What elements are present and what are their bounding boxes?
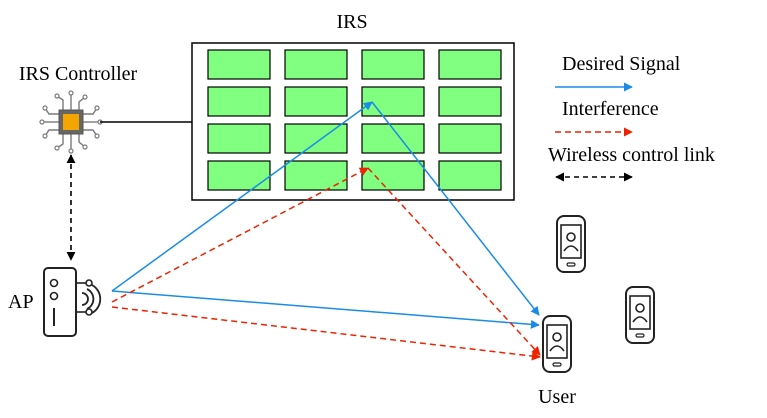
other-user-phone-icon: [556, 215, 586, 273]
legend-interference-label: Interference: [562, 98, 659, 120]
desired-signal-irs-to-user: [371, 101, 540, 316]
legend-desired-signal-label: Desired Signal: [562, 53, 681, 75]
access-point-icon: [43, 267, 102, 337]
interference-irs-to-user: [367, 167, 541, 356]
irs-element: [438, 49, 502, 80]
irs-element: [207, 123, 271, 154]
user-phone-icon: [542, 315, 572, 373]
interference-ap-to-irs: [111, 167, 369, 303]
irs-element: [438, 160, 502, 191]
irs-element: [207, 160, 271, 191]
user-label: User: [538, 386, 576, 408]
irs-controller-label: IRS Controller: [19, 63, 138, 85]
interference-ap-to-user: [111, 306, 541, 361]
irs-element: [284, 86, 348, 117]
irs-panel: [191, 42, 515, 201]
irs-element: [361, 49, 425, 80]
irs-element: [284, 49, 348, 80]
irs-element: [438, 86, 502, 117]
chip-icon: [39, 90, 103, 154]
desired-signal-ap-to-user: [111, 290, 540, 329]
desired-signal-ap-to-irs: [111, 101, 373, 292]
irs-element: [284, 123, 348, 154]
legend: Desired Signal Interference Wireless con…: [548, 53, 715, 182]
irs-element: [361, 160, 425, 191]
legend-wireless-control-link-label: Wireless control link: [548, 144, 715, 166]
irs-element: [284, 160, 348, 191]
irs-element: [361, 86, 425, 117]
irs-element: [438, 123, 502, 154]
irs-element-grid: [207, 49, 502, 191]
other-user-phone-icon: [625, 286, 655, 344]
irs-label: IRS: [336, 11, 367, 33]
irs-element: [207, 86, 271, 117]
irs-element: [207, 49, 271, 80]
ap-label: AP: [8, 291, 34, 313]
